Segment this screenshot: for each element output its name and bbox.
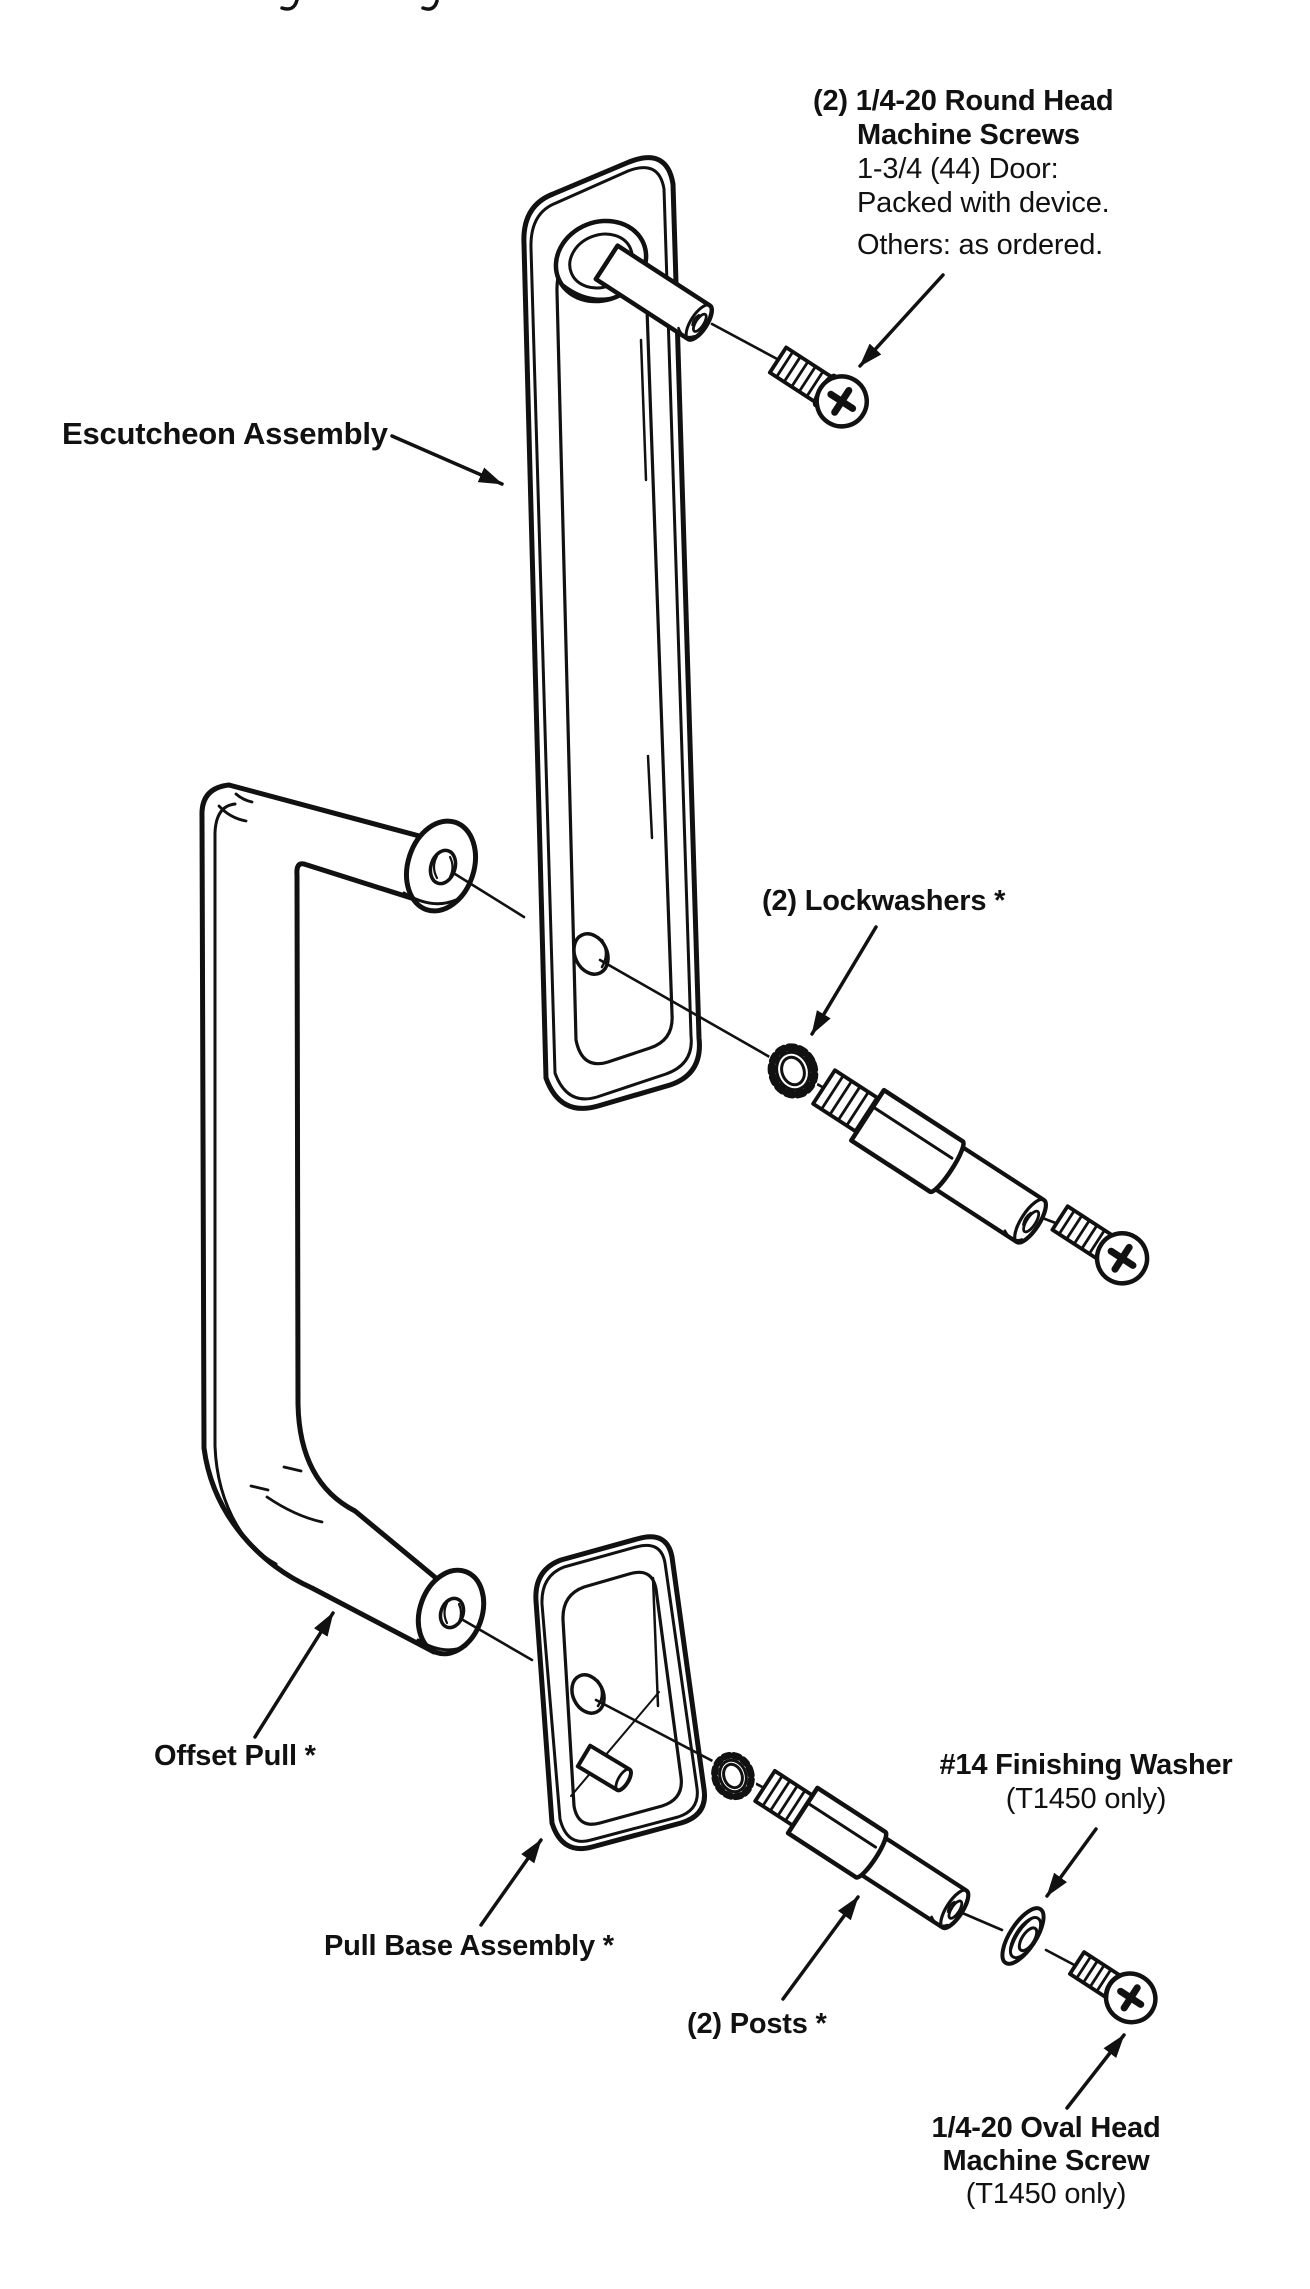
callout-line: 1/4-20 Oval Head [931, 2112, 1161, 2144]
callout-escutcheon-assembly: Escutcheon Assembly [62, 416, 388, 451]
callout-pull-base-assembly: Pull Base Assembly * [324, 1930, 614, 1962]
lockwasher-middle [766, 1042, 820, 1100]
pull-top-cap [402, 818, 478, 914]
plate-highlight [651, 1576, 660, 1708]
phillips-cross-icon [1117, 1984, 1145, 2012]
arrow-finishing-washer [1045, 1827, 1098, 1898]
round-head-machine-screw-top [767, 345, 869, 429]
callout-finishing-washer: #14 Finishing Washer (T1450 only) [928, 1748, 1244, 1816]
lockwasher-bottom [709, 1749, 757, 1803]
pull-base-plate [533, 1534, 708, 1851]
arrow-pull-base [479, 1838, 543, 1927]
callout-line: (T1450 only) [965, 2178, 1127, 2210]
arrow-posts [781, 1895, 860, 2001]
plate-highlight [570, 1691, 660, 1797]
callout-lockwashers: (2) Lockwashers * [762, 885, 1006, 917]
finishing-washer [1000, 1906, 1046, 1966]
pull-bottom-cap [415, 1567, 487, 1657]
callout-line: Others: as ordered. [857, 229, 1104, 261]
phillips-cross-icon [827, 386, 857, 416]
callout-line: (T1450 only) [1005, 1783, 1167, 1815]
callout-line: #14 Finishing Washer [939, 1749, 1233, 1781]
callout-oval-head-screw: 1/4-20 Oval Head Machine Screw (T1450 on… [896, 2112, 1196, 2211]
leader-arrows [253, 273, 1126, 2110]
arrow-lockwashers [810, 925, 878, 1036]
escutcheon-plate [521, 155, 714, 1111]
arrow-machine-screws [858, 273, 945, 368]
plate-highlight [639, 338, 648, 482]
phillips-cross-icon [1107, 1243, 1137, 1273]
post-bottom [753, 1769, 971, 1931]
oval-head-machine-screw [1068, 1950, 1158, 2025]
callout-line: (2) 1/4-20 Round Head [813, 85, 1114, 117]
cropped-text-fragment [280, 0, 439, 11]
post-middle [811, 1068, 1048, 1245]
base-pin [575, 1743, 633, 1793]
arrow-oval-screw [1065, 2033, 1126, 2110]
offset-pull [199, 782, 487, 1657]
plate-highlight [646, 754, 654, 840]
bend-accents [217, 792, 324, 1524]
callout-line: Machine Screws [857, 119, 1080, 151]
escutcheon-tube [593, 243, 714, 342]
callout-line: Machine Screw [942, 2145, 1150, 2177]
round-head-machine-screw-middle [1050, 1204, 1150, 1286]
arrow-offset-pull [253, 1611, 335, 1739]
escutcheon-lower-hole [572, 932, 610, 976]
base-hole [570, 1673, 606, 1715]
callout-posts: (2) Posts * [687, 2008, 827, 2040]
callout-line: Packed with device. [857, 187, 1110, 219]
callout-offset-pull: Offset Pull * [154, 1740, 316, 1772]
arrow-escutcheon [390, 434, 504, 486]
callout-line: 1-3/4 (44) Door: [857, 153, 1059, 185]
callout-machine-screws: (2) 1/4-20 Round Head Machine Screws 1-3… [813, 84, 1114, 262]
